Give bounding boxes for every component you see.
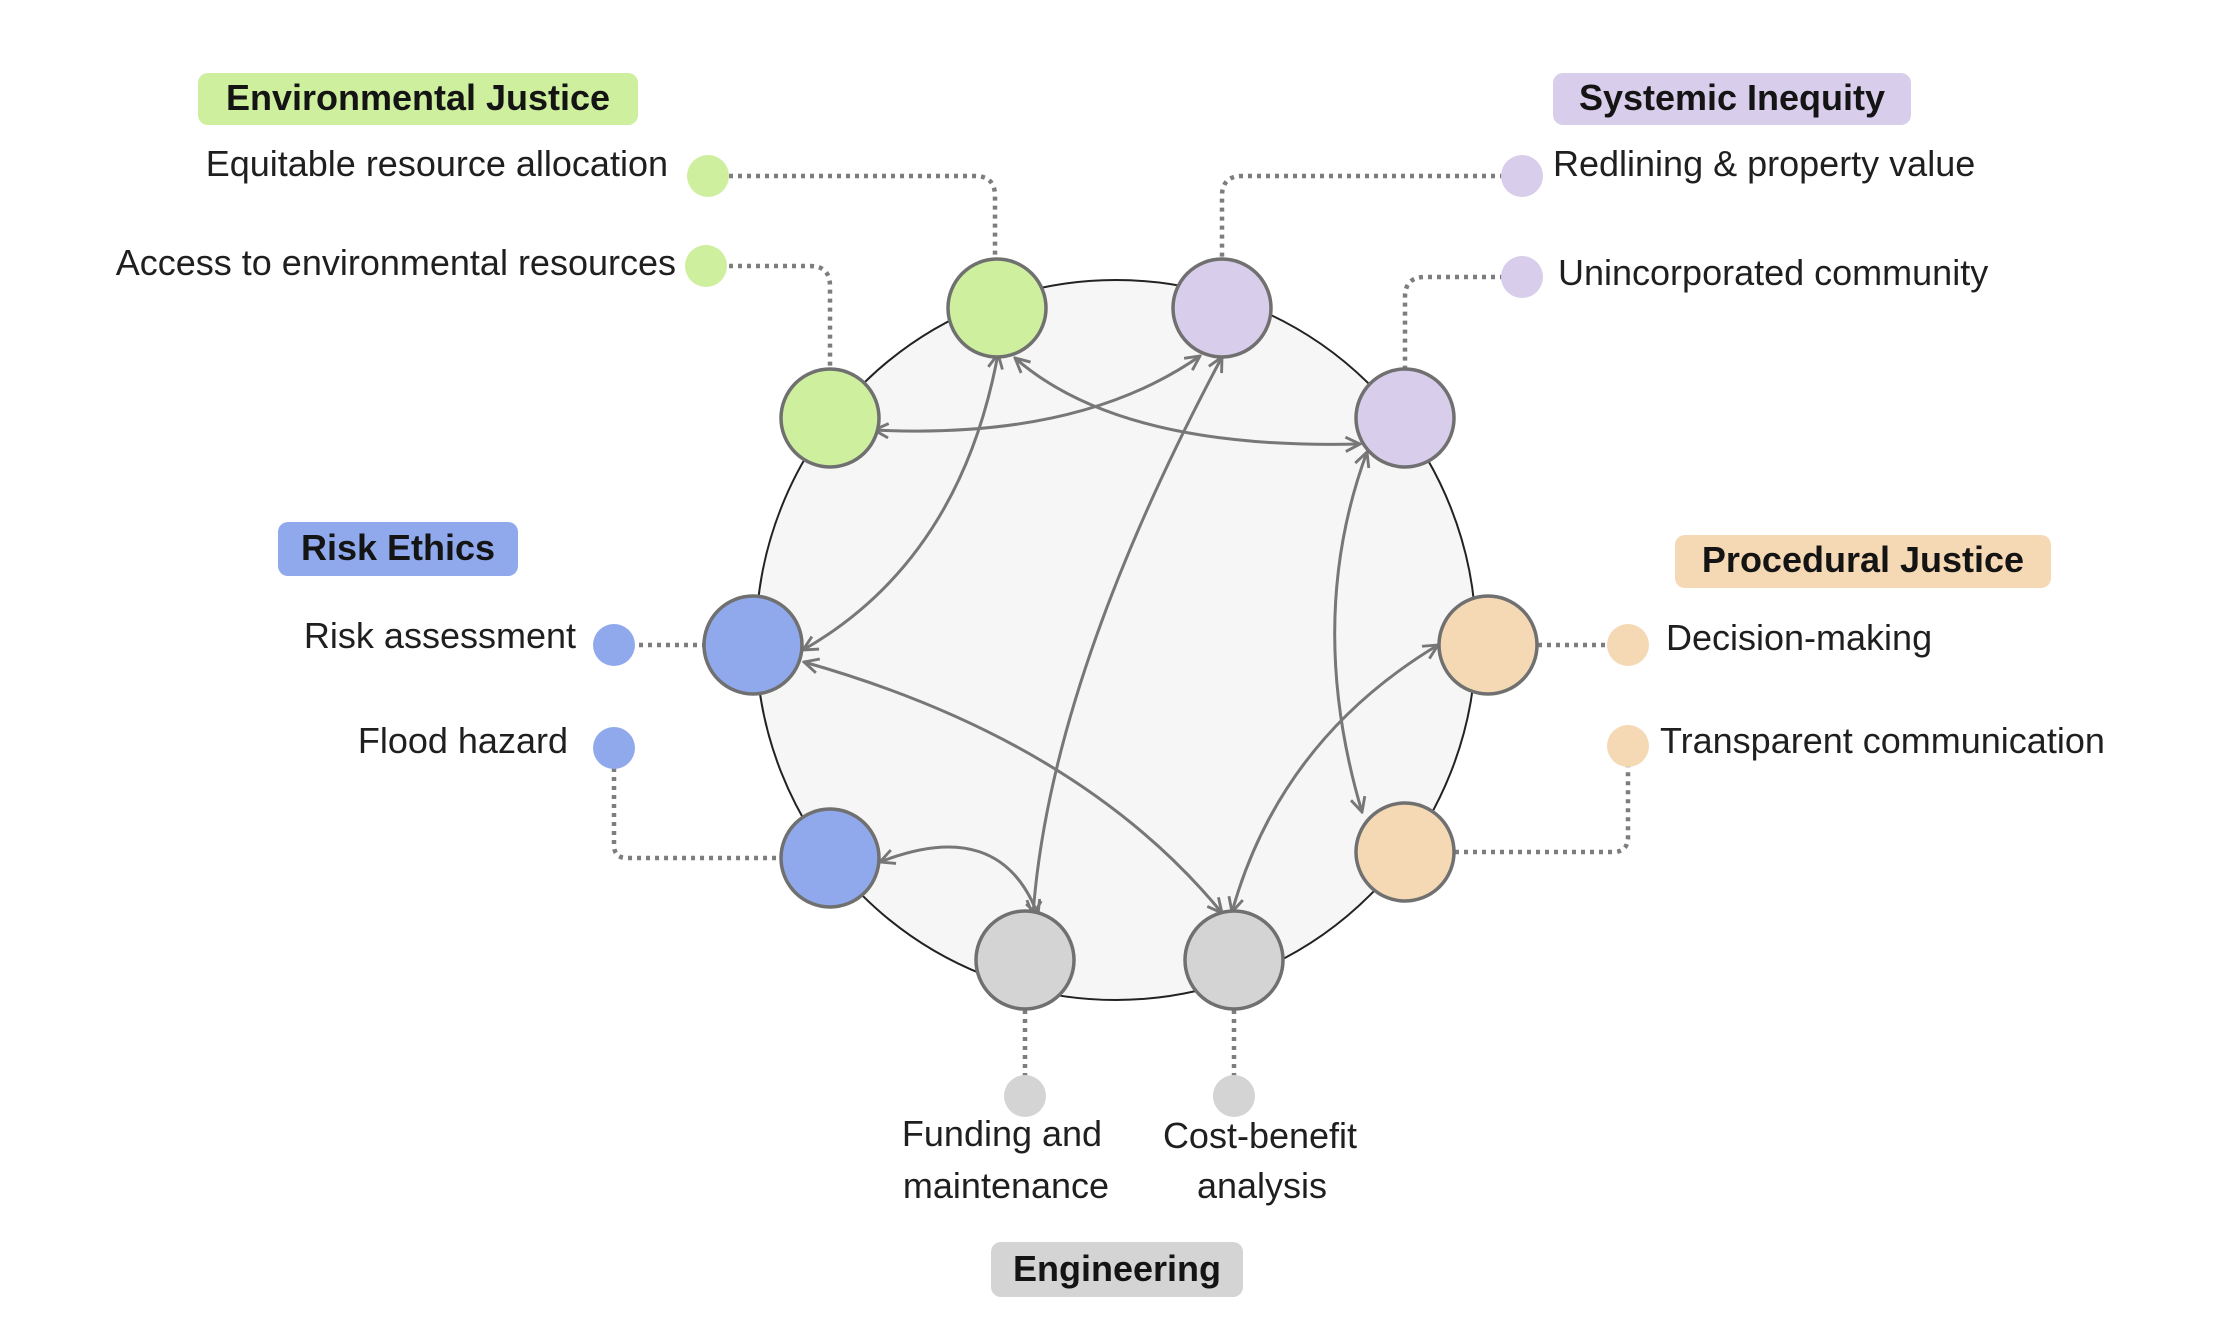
dot-funding [1004, 1075, 1046, 1117]
node-systemic-inequity-2 [1354, 367, 1456, 469]
item-label-decision-making: Decision-making [1666, 617, 1932, 658]
item-label-equitable-resource: Equitable resource allocation [206, 143, 668, 184]
category-title-systemic-inequity: Systemic Inequity [1579, 77, 1885, 118]
category-badge-engineering [991, 1242, 1243, 1297]
category-title-risk-ethics: Risk Ethics [301, 527, 495, 568]
item-label-funding-line1: Funding and [902, 1113, 1102, 1154]
connector-transparent-communication [1455, 746, 1631, 855]
item-label-cost-benefit-line1: Cost-benefit [1163, 1115, 1357, 1156]
dot-decision-making [1607, 624, 1649, 666]
dot-unincorporated [1501, 256, 1543, 298]
dot-flood-hazard [593, 727, 635, 769]
arrow-ej1-re1 [803, 354, 998, 650]
arrow-pj1-eng2 [1232, 645, 1438, 912]
node-risk-ethics-2 [779, 807, 881, 909]
connector-unincorporated [1402, 274, 1522, 370]
connector-equitable-resource [720, 173, 998, 260]
node-environmental-justice-1 [946, 257, 1048, 359]
node-engineering-2 [1183, 909, 1285, 1011]
item-label-funding-line2: maintenance [903, 1165, 1109, 1206]
arrow-re2-eng1 [880, 845, 1038, 915]
node-procedural-justice-1 [1437, 594, 1539, 696]
node-engineering-1 [974, 909, 1076, 1011]
category-badge-environmental-justice [198, 73, 638, 125]
category-badge-risk-ethics [278, 522, 518, 576]
item-label-unincorporated: Unincorporated community [1558, 252, 1988, 293]
item-label-flood-hazard: Flood hazard [358, 720, 568, 761]
category-badge-procedural-justice [1675, 535, 2051, 588]
item-label-risk-assessment: Risk assessment [304, 615, 576, 656]
item-label-cost-benefit-line2: analysis [1197, 1165, 1327, 1206]
item-label-access-resources: Access to environmental resources [116, 242, 676, 283]
dot-equitable-resource [687, 155, 729, 197]
dot-transparent-communication [1607, 725, 1649, 767]
dot-redlining [1501, 155, 1543, 197]
node-environmental-justice-2 [779, 367, 881, 469]
dot-cost-benefit [1213, 1075, 1255, 1117]
item-label-redlining: Redlining & property value [1553, 143, 1975, 184]
node-systemic-inequity-1 [1171, 257, 1273, 359]
category-badge-systemic-inequity [1553, 73, 1911, 125]
arrow-re1-eng2 [804, 662, 1222, 913]
connector-redlining [1219, 173, 1522, 260]
dot-access-resources [685, 245, 727, 287]
dot-risk-assessment [593, 624, 635, 666]
category-title-environmental-justice: Environmental Justice [226, 77, 610, 118]
category-title-procedural-justice: Procedural Justice [1702, 539, 2024, 580]
category-title-engineering: Engineering [1013, 1248, 1221, 1289]
item-label-transparent-communication: Transparent communication [1660, 720, 2105, 761]
connector-flood-hazard [611, 750, 780, 861]
connector-access-resources [720, 263, 833, 370]
node-risk-ethics-1 [702, 594, 804, 696]
node-procedural-justice-2 [1354, 801, 1456, 903]
